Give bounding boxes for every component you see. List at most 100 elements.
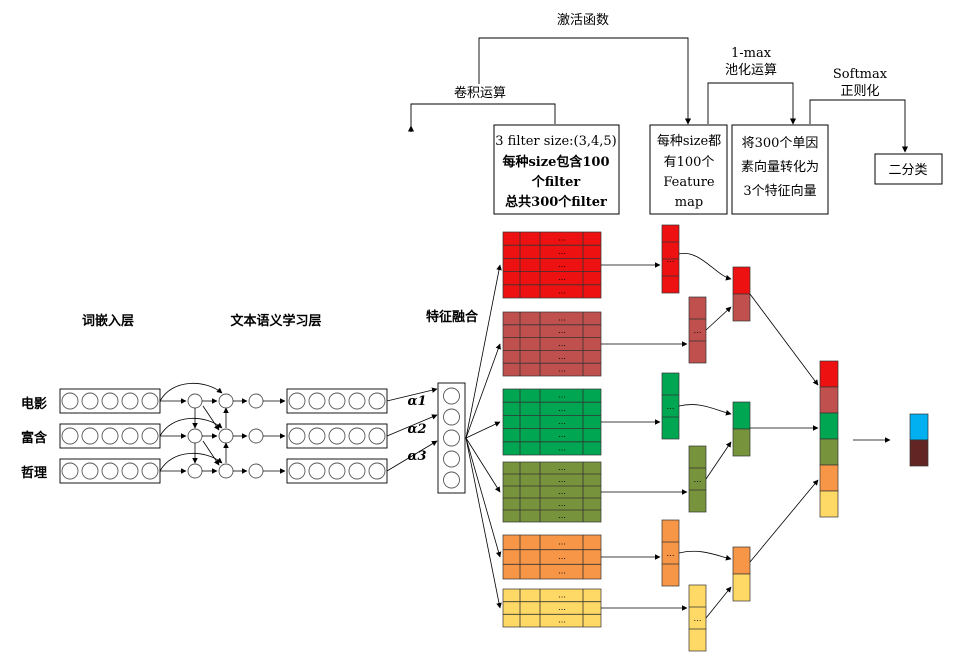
feature-map [502,388,602,456]
feature-map-dots: … [558,552,566,561]
vector-to-pool-arrow [705,586,732,619]
feature-map-dots: … [558,286,566,295]
feature-map-dots: … [558,339,566,348]
word-3: 哲理 [21,465,47,481]
rnn-forward-node [187,463,203,479]
activation-label: 激活函数 [557,13,609,28]
alpha-3: α3 [407,449,426,464]
featuremap-line-2: 有100个 [664,155,715,170]
rnn-output-node [248,428,264,444]
feature-map-dots: … [558,475,566,484]
embedding-cell [61,462,79,480]
filter-line-4: 总共300个filter [505,194,607,210]
pooled-cell [732,546,751,575]
semantic-cell [348,462,366,480]
concat-cell [819,490,839,518]
semantic-to-fusion-arrow [386,414,438,437]
featuremap-line-4: map [675,195,703,210]
output-box [874,153,943,185]
semantic-layer-label: 文本语义学习层 [230,313,321,329]
pooled-cell [732,266,751,295]
embedding-cell [81,392,99,410]
embedding-cell [101,392,119,410]
semantic-cell [368,427,386,445]
pooled-cell [732,401,751,430]
activation-connector [478,37,692,125]
conv-label: 卷积运算 [454,85,506,101]
fusion-to-map-arrow [465,437,501,493]
concat-cell [819,386,839,414]
feature-map-dots: … [558,537,566,546]
rnn-diagonal-link [202,440,220,466]
vector-to-pool-arrow [678,550,732,561]
feature-map-dots: … [558,590,566,599]
rnn-forward-node [187,393,203,409]
feature-vector-dots: … [667,402,675,411]
output-cell [909,439,929,467]
vector-line-3: 3个特征向量 [743,183,816,199]
feature-map-dots: … [558,567,566,576]
embedding-cell [141,392,159,410]
feature-map [502,534,602,580]
rnn-backward-node [218,428,234,444]
semantic-cell [328,462,346,480]
feature-map-dots: … [558,443,566,452]
semantic-cell [288,462,306,480]
semantic-to-fusion-arrow [386,387,438,402]
fusion-cell [443,471,460,489]
feature-map-dots: … [558,616,566,625]
embedding-cell [141,462,159,480]
featuremap-line-1: 每种size都 [657,133,721,149]
semantic-cell [368,462,386,480]
softmax-label-line1: Softmax [833,67,888,82]
semantic-cell [308,427,326,445]
softmax-connector [809,99,909,153]
alpha-2: α2 [407,422,426,437]
feature-vector-dots: … [694,614,702,623]
pool-connector [707,82,797,125]
pool-label-line1: 1-max [731,46,772,61]
feature-vector-dots: … [667,549,675,558]
feature-map-dots: … [558,487,566,496]
rnn-output-node [248,393,264,409]
feature-map-dots: … [558,352,566,361]
word-1: 电影 [21,396,47,412]
concat-cell [819,412,839,440]
pooled-cell [732,293,751,322]
softmax-label-line2: 正则化 [840,84,879,99]
embedding-cell [121,427,139,445]
vector-to-pool-arrow [705,306,732,331]
concat-cell [819,464,839,492]
feature-map-dots: … [558,511,566,520]
feature-map-dots: … [558,313,566,322]
skip-connection-arrow [159,382,223,402]
feature-map-dots: … [558,273,566,282]
embedding-cell [121,392,139,410]
feature-map-dots: … [558,365,566,374]
alpha-1: α1 [407,394,426,409]
pool-to-concat-arrow [749,479,819,563]
semantic-cell [348,392,366,410]
semantic-cell [348,427,366,445]
concat-cell [819,438,839,466]
semantic-cell [308,392,326,410]
filter-box [493,124,620,215]
fusion-to-map-arrow [465,437,502,558]
semantic-cell [328,427,346,445]
conv-connector [410,103,556,132]
feature-map [502,588,602,628]
feature-map-dots: … [558,247,566,256]
feature-map-dots: … [558,326,566,335]
pool-label-line2: 池化运算 [725,63,777,78]
vector-to-pool-arrow [678,404,732,416]
pooled-cell [732,573,751,602]
featuremap-line-3: Feature [663,175,715,190]
rnn-backward-node [218,463,234,479]
feature-map-dots: … [558,391,566,400]
fusion-cell [443,450,460,468]
fusion-cell [443,387,460,405]
vector-to-pool-arrow [705,441,732,480]
feature-map [502,231,602,299]
word-2: 富含 [21,430,48,446]
